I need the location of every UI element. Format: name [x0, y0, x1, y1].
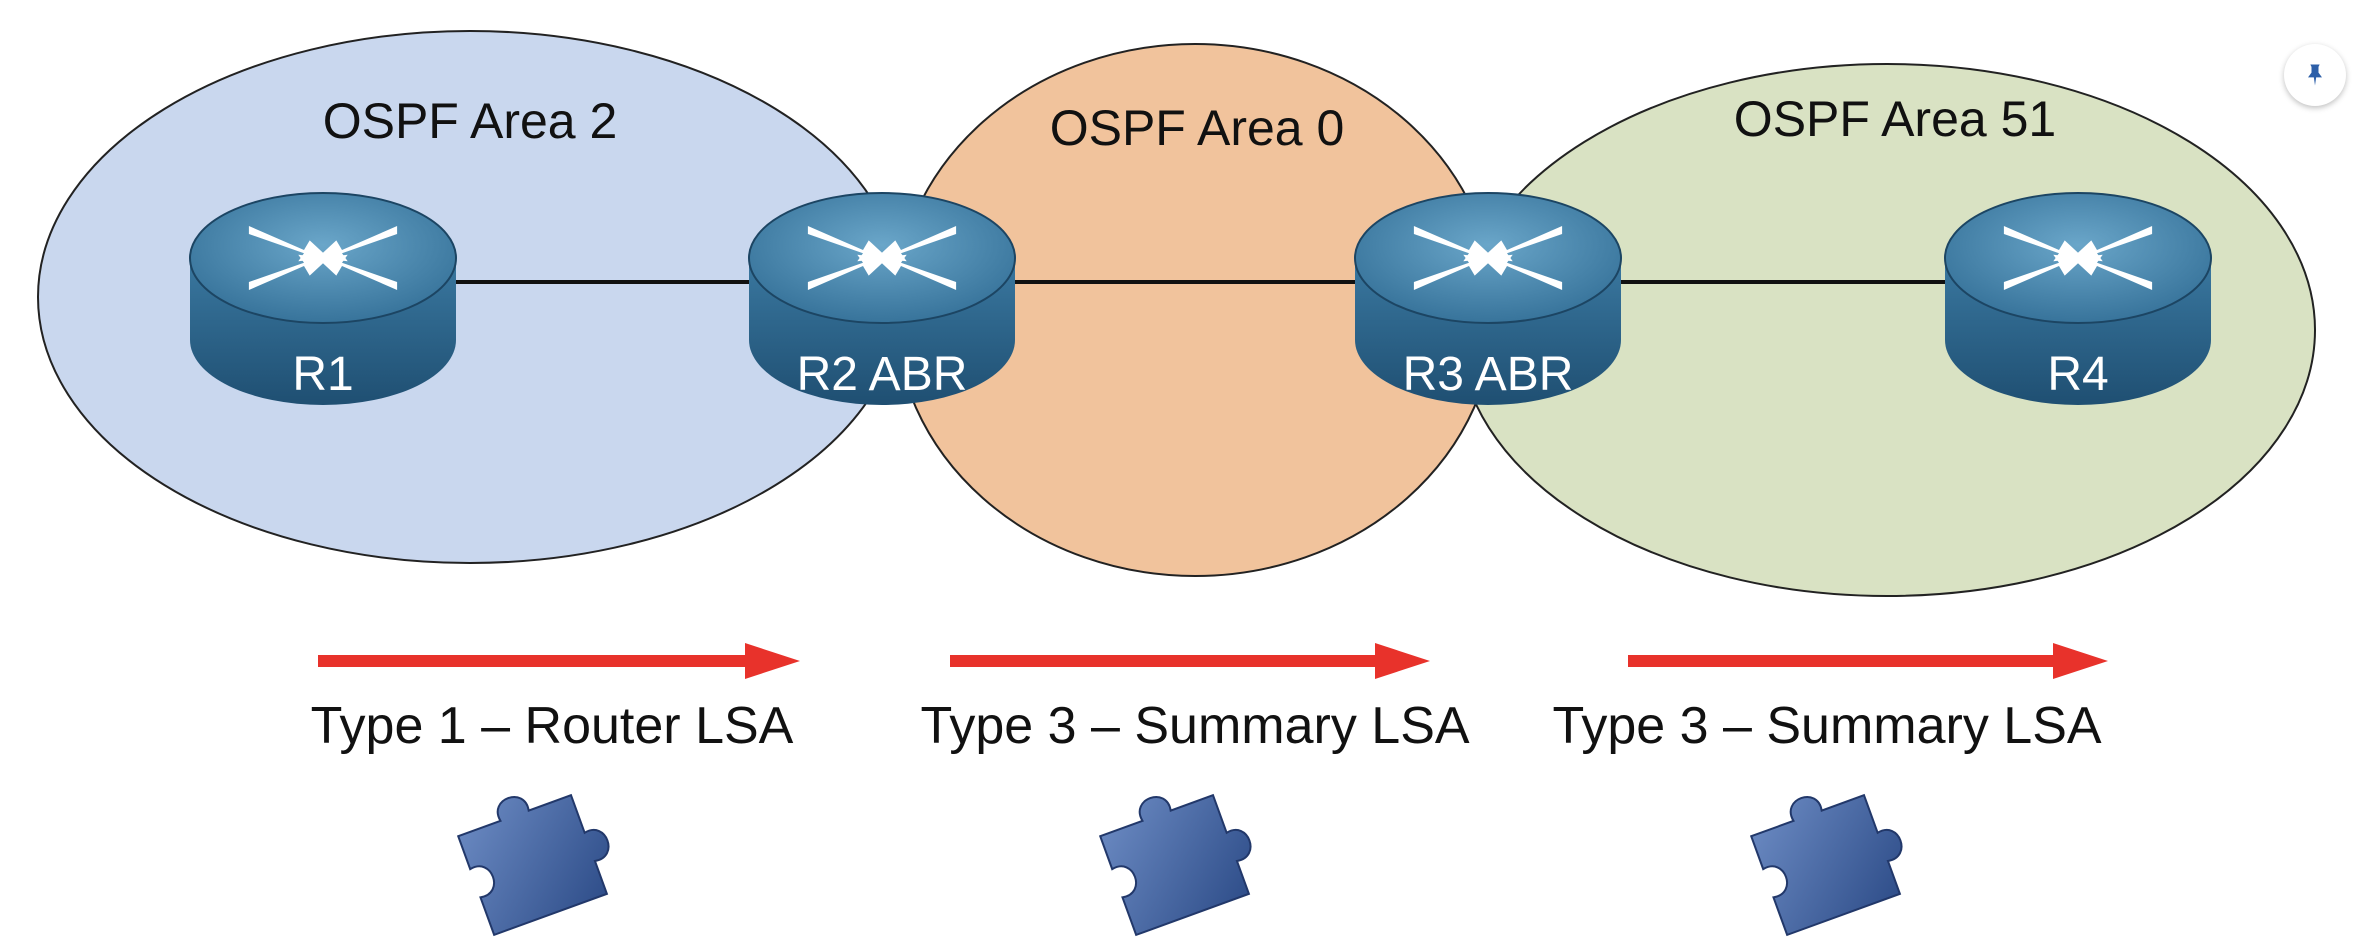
area-0-label: OSPF Area 0 — [1050, 100, 1345, 156]
router-icon — [1944, 192, 2212, 405]
router-r3-label: R3 ABR — [1403, 348, 1574, 401]
pin-icon — [2308, 64, 2322, 86]
puzzle-piece-icon — [456, 793, 610, 937]
router-r1-label: R1 — [292, 348, 353, 401]
area-2-label: OSPF Area 2 — [323, 93, 618, 149]
puzzle-piece-icon — [1749, 793, 1903, 937]
router-icon — [1354, 192, 1622, 405]
lsa-arrow-2 — [950, 643, 1430, 679]
router-r4-label: R4 — [2047, 348, 2108, 401]
lsa-arrow-3 — [1628, 643, 2108, 679]
router-r2-abr: R2 ABR — [748, 192, 1016, 405]
router-r1: R1 — [189, 192, 457, 405]
pin-button[interactable] — [2284, 44, 2346, 106]
router-icon — [189, 192, 457, 405]
lsa-label-2: Type 3 – Summary LSA — [920, 697, 1469, 755]
lsa-label-3: Type 3 – Summary LSA — [1552, 697, 2101, 755]
router-r3-abr: R3 ABR — [1354, 192, 1622, 405]
router-r4: R4 — [1944, 192, 2212, 405]
lsa-label-1: Type 1 – Router LSA — [311, 697, 794, 755]
router-r2-label: R2 ABR — [797, 348, 968, 401]
area-51-label: OSPF Area 51 — [1734, 91, 2056, 147]
lsa-arrow-1 — [318, 643, 800, 679]
puzzle-piece-icon — [1098, 793, 1252, 937]
router-icon — [748, 192, 1016, 405]
